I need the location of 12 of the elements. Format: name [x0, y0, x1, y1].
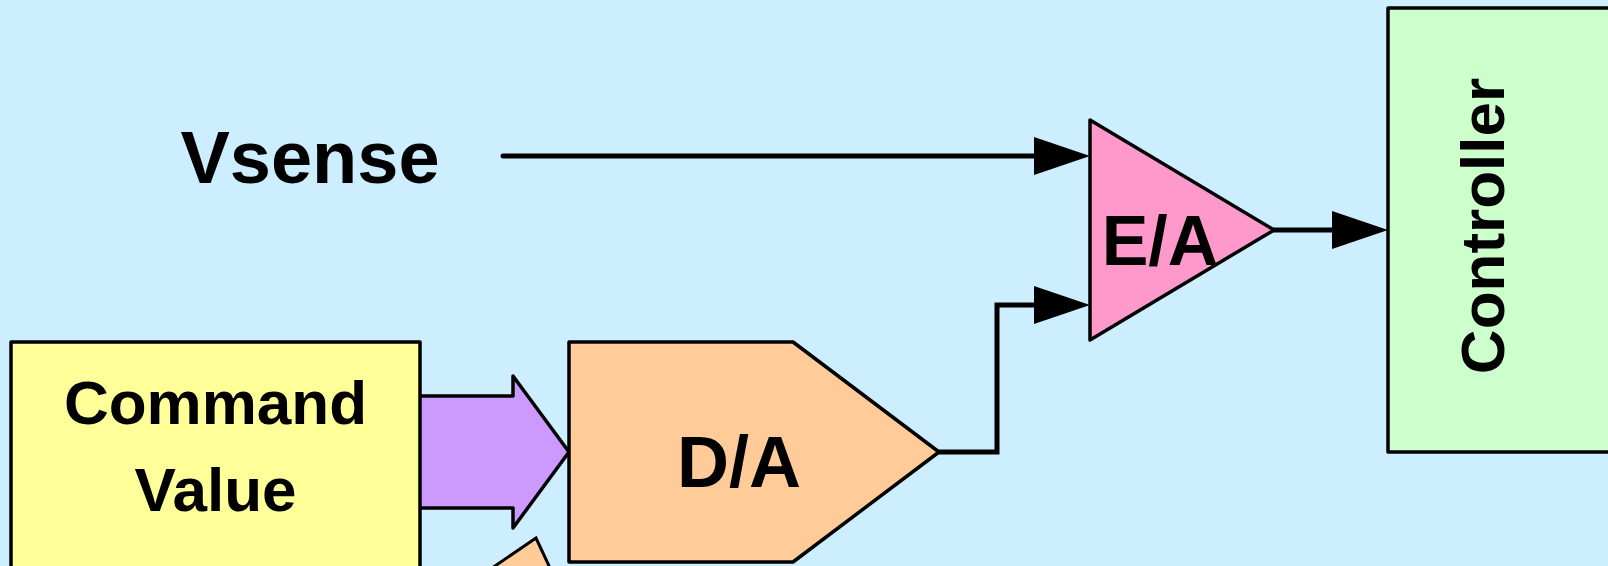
amplifier-triangle	[1090, 120, 1274, 340]
converter-block	[569, 342, 939, 562]
signal-label: Vsense	[179, 115, 441, 201]
block-label: D/A	[676, 421, 802, 504]
arrow	[1271, 211, 1388, 249]
process-box	[11, 342, 420, 566]
block-label: E/A	[1100, 201, 1220, 282]
arrow	[936, 286, 1090, 455]
block-label: Controller	[1447, 76, 1518, 377]
block-label: Command Value	[62, 367, 369, 526]
arrow	[500, 137, 1090, 175]
controller-box	[1388, 8, 1608, 452]
